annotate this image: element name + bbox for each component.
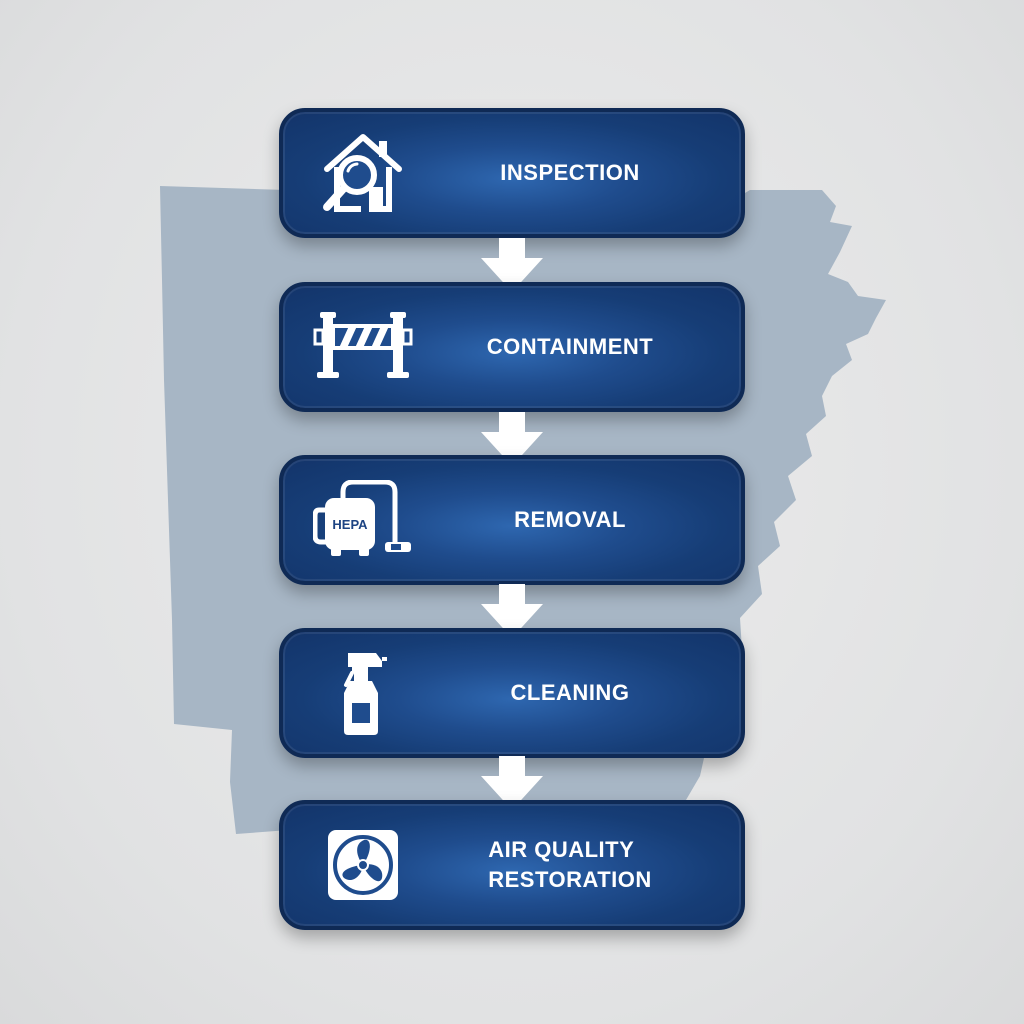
step-label: CONTAINMENT	[486, 334, 654, 360]
arrow-down-icon	[481, 238, 543, 292]
hepa-vacuum-icon: HEPA	[313, 478, 413, 562]
step-label-line-1: AIR QUALITY	[488, 837, 635, 863]
step-inspection: INSPECTION	[279, 108, 745, 238]
step-cleaning: CLEANING	[279, 628, 745, 758]
svg-text:HEPA: HEPA	[332, 517, 368, 532]
step-label-line-2: RESTORATION	[488, 867, 652, 892]
step-label: CLEANING	[510, 680, 630, 706]
step-label: REMOVAL	[514, 507, 626, 533]
arrow-down-icon	[481, 584, 543, 638]
step-label: AIR QUALITY RESTORATION	[423, 804, 717, 926]
step-air-quality-restoration: AIR QUALITY RESTORATION	[279, 800, 745, 930]
step-containment: CONTAINMENT	[279, 282, 745, 412]
fan-icon	[313, 823, 413, 907]
house-magnifier-icon	[313, 131, 413, 215]
barrier-icon	[313, 305, 413, 389]
arrow-down-icon	[481, 412, 543, 466]
step-removal: HEPA REMOVAL	[279, 455, 745, 585]
arrow-down-icon	[481, 756, 543, 810]
spray-bottle-icon	[313, 651, 413, 735]
step-label: INSPECTION	[500, 160, 640, 186]
